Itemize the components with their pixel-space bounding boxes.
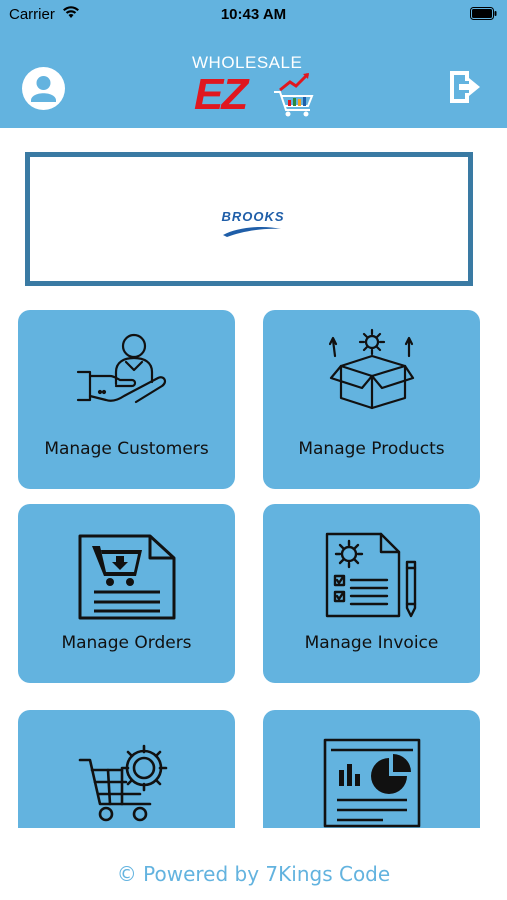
reports-tile[interactable] [263, 710, 480, 828]
logout-button[interactable] [447, 69, 481, 105]
tile-label: Manage Orders [61, 633, 192, 653]
customer-hand-icon [76, 333, 167, 404]
app-header: Carrier 10:43 AM WHOLESALE EZ [0, 0, 507, 128]
cart-settings-tile[interactable] [18, 710, 235, 828]
brand-name: BROOKS [221, 209, 285, 224]
user-avatar-icon [22, 67, 65, 110]
tile-label: Manage Invoice [304, 633, 439, 653]
profile-button[interactable] [22, 67, 65, 110]
brand-banner[interactable]: BROOKS [25, 152, 473, 286]
logo-wordmark-top: WHOLESALE [192, 53, 303, 72]
status-time: 10:43 AM [220, 6, 287, 23]
invoice-document-icon [325, 532, 417, 618]
manage-customers-tile[interactable]: Manage Customers [18, 310, 235, 489]
logout-icon [450, 71, 480, 103]
manage-products-tile[interactable]: Manage Products [263, 310, 480, 489]
product-box-icon [329, 328, 415, 410]
battery-icon [470, 7, 497, 20]
manage-invoice-tile[interactable]: Manage Invoice [263, 504, 480, 683]
tile-label: Manage Products [298, 439, 445, 459]
tile-label: Manage Customers [44, 439, 209, 459]
wholesale-ez-logo: WHOLESALE EZ [192, 54, 318, 118]
logo-cart-icon [274, 72, 314, 117]
status-bar: Carrier 10:43 AM [0, 0, 507, 30]
carrier-label: Carrier [9, 6, 55, 23]
menu-grid: Manage Customers Manage Products [0, 310, 507, 828]
brand-logo: BROOKS [213, 209, 293, 241]
brand-swoosh-icon [223, 227, 281, 237]
powered-by-footer[interactable]: © Powered by 7Kings Code [116, 862, 391, 886]
report-chart-icon [323, 738, 421, 828]
cart-settings-icon [78, 744, 168, 822]
order-document-icon [78, 534, 176, 620]
logo-wordmark-main: EZ [194, 70, 248, 119]
manage-orders-tile[interactable]: Manage Orders [18, 504, 235, 683]
wifi-icon [63, 6, 79, 18]
